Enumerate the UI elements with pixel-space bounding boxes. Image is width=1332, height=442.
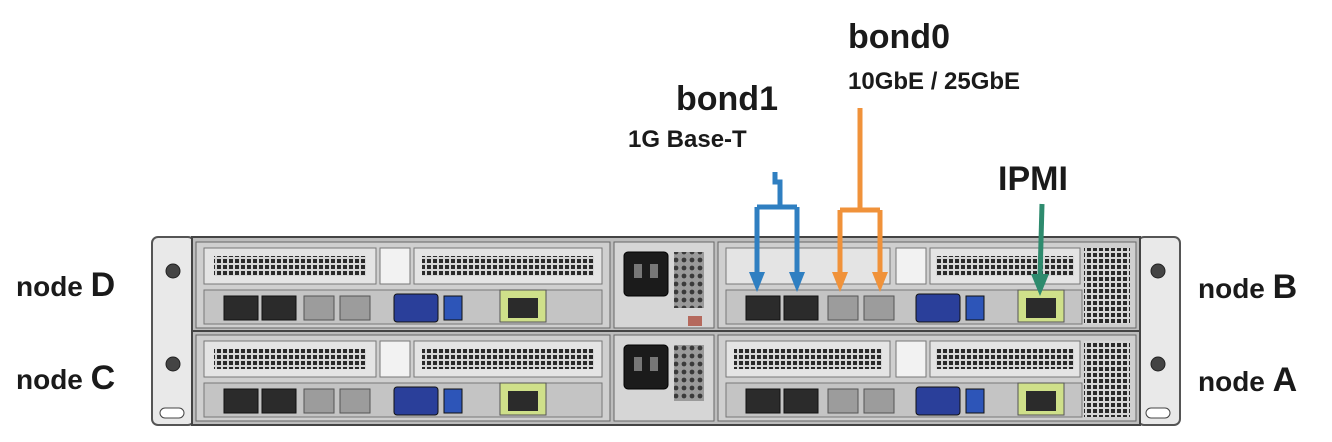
node-b-bond1-port-1: [745, 295, 781, 321]
psu-bottom: [613, 334, 715, 422]
node-d-prefix: node: [16, 271, 91, 302]
bond1-connector: [754, 172, 800, 276]
psu-top: [613, 241, 715, 329]
node-b-prefix: node: [1198, 273, 1273, 304]
rack-ear-left: [151, 236, 195, 426]
bond1-arrowhead-2: [789, 272, 805, 292]
node-d-module: [195, 241, 611, 329]
node-c-label: node C: [16, 359, 115, 398]
node-d-label: node D: [16, 266, 115, 305]
bond0-title: bond0: [848, 18, 950, 56]
node-b-bond0-port-1: [827, 295, 859, 321]
bond1-subtitle: 1G Base-T: [628, 126, 747, 153]
node-b-bond0-port-2: [863, 295, 895, 321]
node-a-prefix: node: [1198, 366, 1273, 397]
node-c-module: [195, 334, 611, 422]
node-b-module: [717, 241, 1137, 329]
node-c-letter: C: [90, 359, 116, 397]
ipmi-connector: [1037, 203, 1045, 279]
ipmi-title: IPMI: [998, 160, 1068, 198]
bond0-subtitle: 10GbE / 25GbE: [848, 68, 1021, 95]
bond1-title: bond1: [676, 80, 778, 118]
bond0-arrowhead-1: [832, 272, 848, 292]
rack-ear-right: [1137, 236, 1181, 426]
node-d-letter: D: [90, 266, 116, 304]
node-b-bond1-port-2: [783, 295, 819, 321]
bond0-arrowhead-2: [872, 272, 888, 292]
bond0-connector: [837, 108, 883, 276]
node-b-label: node B: [1198, 268, 1297, 307]
node-a-letter: A: [1272, 361, 1298, 399]
node-a-module: [717, 334, 1137, 422]
node-c-prefix: node: [16, 364, 91, 395]
bond1-arrowhead-1: [749, 272, 765, 292]
ipmi-arrowhead: [1031, 274, 1049, 296]
node-b-letter: B: [1272, 268, 1298, 306]
node-a-label: node A: [1198, 361, 1297, 400]
